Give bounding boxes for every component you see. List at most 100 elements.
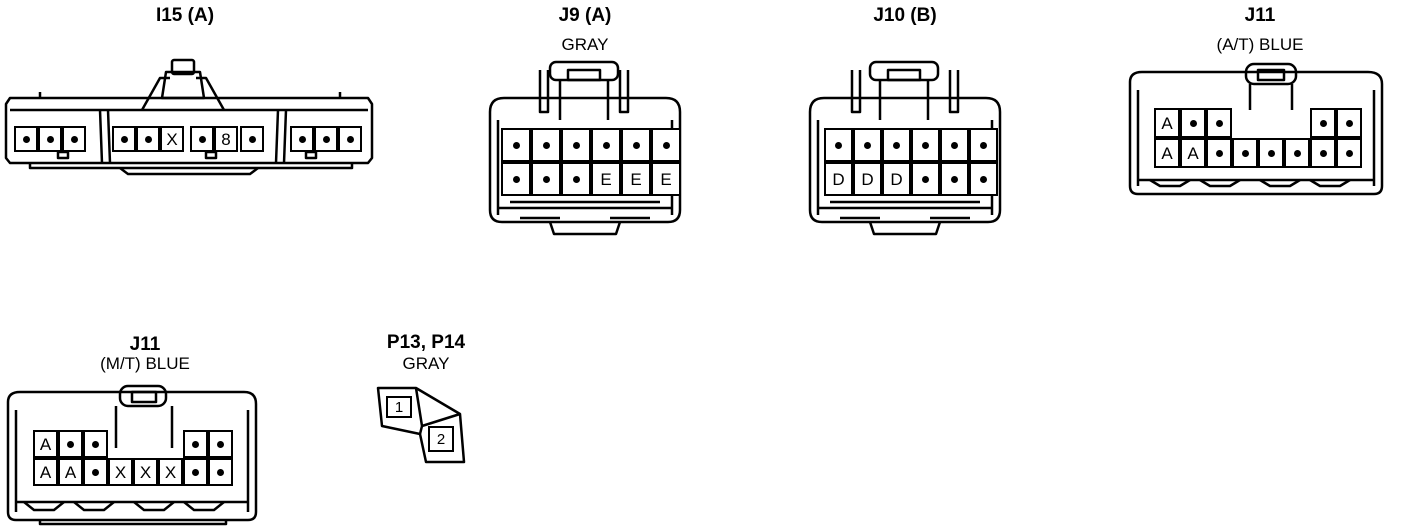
- cavity-10: [911, 162, 940, 196]
- pin-dot: [1293, 149, 1301, 157]
- pin-dot: [1241, 149, 1249, 157]
- pin-dot: [120, 135, 128, 143]
- cavity-5: [1336, 108, 1362, 138]
- pin-dot: [1189, 119, 1197, 127]
- pin-dot: [951, 141, 958, 149]
- connector-i15: I15 (A) X 8: [0, 0, 380, 200]
- cavity-12: [183, 458, 208, 486]
- cavity-11: [314, 126, 338, 152]
- cavity-2: [58, 430, 83, 458]
- cavity-1: [824, 128, 853, 162]
- cavity-7: [501, 162, 531, 196]
- cavity-8: 8: [214, 126, 238, 152]
- cavity-2: 2: [428, 426, 454, 452]
- connector-housing-outline: [376, 386, 466, 464]
- cavity-4: [112, 126, 136, 152]
- connector-j11-at: J11 (A/T) BLUE A A A: [1120, 0, 1400, 205]
- pin-dot: [864, 141, 871, 149]
- cavity-11: X: [158, 458, 183, 486]
- connector-housing-outline: [4, 58, 374, 176]
- cavity-5: [136, 126, 160, 152]
- pin-dot: [572, 141, 580, 149]
- cavity-10: [1258, 138, 1284, 168]
- connector-j10: J10 (B) D D D: [790, 0, 1020, 245]
- connector-p13-p14: P13, P14 GRAY 1 2: [360, 330, 490, 470]
- pin-dot: [835, 141, 842, 149]
- pin-dot: [322, 135, 330, 143]
- cavity-2: [38, 126, 62, 152]
- pin-dot: [922, 141, 929, 149]
- pin-dot: [542, 175, 550, 183]
- cavity-11: E: [621, 162, 651, 196]
- cavity-12: [1310, 138, 1336, 168]
- cavity-5: [940, 128, 969, 162]
- pin-dot: [1215, 149, 1223, 157]
- pin-dot: [662, 141, 670, 149]
- pin-dot: [922, 175, 929, 183]
- pin-dot: [1215, 119, 1223, 127]
- cavity-12: [338, 126, 362, 152]
- cavity-3: [882, 128, 911, 162]
- cavity-6: A: [33, 458, 58, 486]
- cavity-13: [208, 458, 233, 486]
- pin-dot: [632, 141, 640, 149]
- cavity-5: [208, 430, 233, 458]
- pin-dot: [192, 440, 199, 448]
- connector-j11-mt: J11 (M/T) BLUE A A A X X X: [0, 330, 270, 526]
- pin-dot: [512, 175, 520, 183]
- pin-dot: [980, 175, 987, 183]
- cavity-10: X: [133, 458, 158, 486]
- connector-title: I15 (A): [155, 5, 215, 26]
- pin-dot: [70, 135, 78, 143]
- pin-dot: [1345, 149, 1353, 157]
- cavity-7: A: [1180, 138, 1206, 168]
- connector-title: J10 (B): [873, 5, 937, 26]
- pin-dot: [248, 135, 256, 143]
- cavity-2: [853, 128, 882, 162]
- pin-dot: [893, 141, 900, 149]
- pin-dot: [951, 175, 958, 183]
- cavity-6: A: [1154, 138, 1180, 168]
- cavity-4: [591, 128, 621, 162]
- cavity-3: [62, 126, 86, 152]
- pin-dot: [144, 135, 152, 143]
- connector-subtitle: (A/T) BLUE: [1216, 35, 1304, 54]
- pin-dot: [512, 141, 520, 149]
- connector-title: J11: [129, 334, 161, 355]
- cavity-3: [1206, 108, 1232, 138]
- cavity-4: [1310, 108, 1336, 138]
- pin-dot: [92, 468, 99, 476]
- pin-dot: [980, 141, 987, 149]
- cavity-11: [940, 162, 969, 196]
- connector-housing-outline: [1128, 62, 1384, 196]
- connector-subtitle: (M/T) BLUE: [100, 354, 190, 373]
- cavity-9: D: [882, 162, 911, 196]
- cavity-1: [501, 128, 531, 162]
- cavity-4: [183, 430, 208, 458]
- connector-subtitle: GRAY: [402, 354, 450, 373]
- pin-dot: [22, 135, 30, 143]
- cavity-9: [561, 162, 591, 196]
- pin-dot: [198, 135, 206, 143]
- connector-title: P13, P14: [386, 332, 466, 353]
- cavity-10: E: [591, 162, 621, 196]
- cavity-12: [969, 162, 998, 196]
- cavity-1: A: [1154, 108, 1180, 138]
- pin-dot: [1319, 149, 1327, 157]
- connector-j9: J9 (A) GRAY E E E: [470, 0, 700, 245]
- pin-dot: [298, 135, 306, 143]
- cavity-1: [14, 126, 38, 152]
- pin-dot: [346, 135, 354, 143]
- pin-dot: [572, 175, 580, 183]
- cavity-3: [83, 430, 108, 458]
- cavity-1: A: [33, 430, 58, 458]
- pin-dot: [46, 135, 54, 143]
- cavity-9: X: [108, 458, 133, 486]
- cavity-11: [1284, 138, 1310, 168]
- cavity-8: [83, 458, 108, 486]
- pin-dot: [67, 440, 74, 448]
- cavity-2: [531, 128, 561, 162]
- cavity-9: [240, 126, 264, 152]
- cavity-12: E: [651, 162, 681, 196]
- pin-dot: [217, 440, 224, 448]
